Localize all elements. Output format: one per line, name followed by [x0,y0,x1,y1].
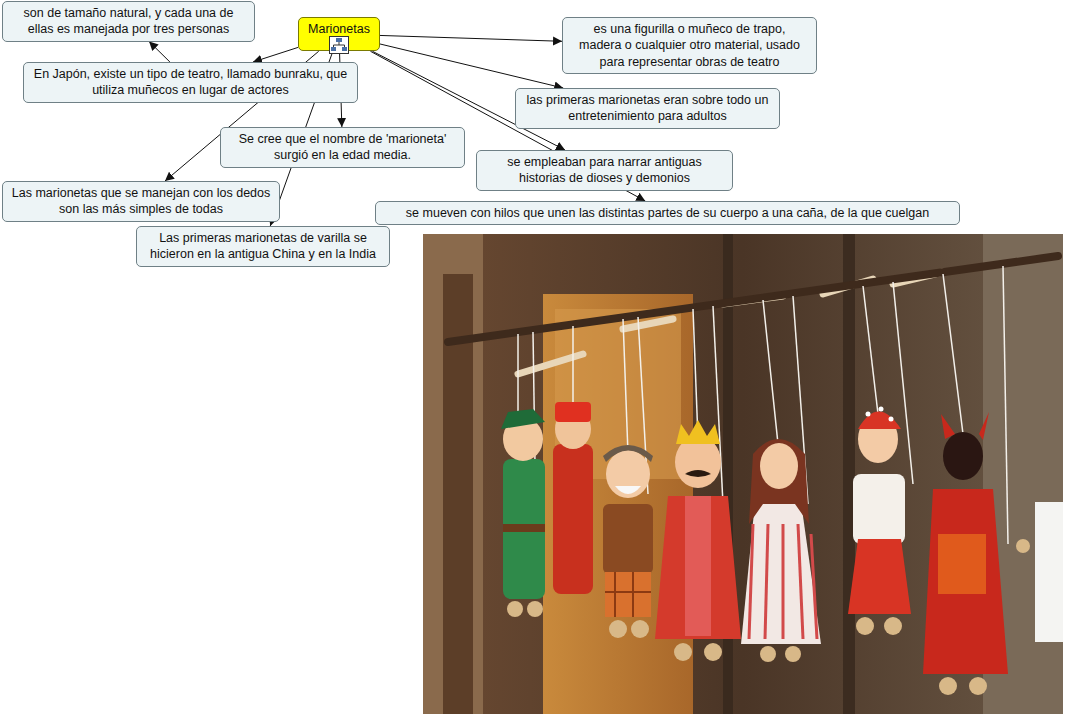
concept-text: se mueven con hilos que unen las distint… [384,205,951,221]
concept-text: En Japón, existe un tipo de teatro, llam… [32,66,349,99]
concept-text: Las marionetas que se manejan con los de… [11,185,271,218]
connector [380,44,563,88]
concept-text: son de tamaño natural, y cada una de ell… [11,5,246,38]
concept-box: las primeras marionetas eran sobre todo … [515,88,780,129]
concept-box: se mueven con hilos que unen las distint… [375,201,960,225]
concept-text: las primeras marionetas eran sobre todo … [524,92,771,125]
concept-box: se empleaban para narrar antiguas histor… [476,150,733,191]
concept-text: se empleaban para narrar antiguas histor… [485,154,724,187]
concept-map-icon [329,36,349,54]
concept-box: Se cree que el nombre de 'marioneta' sur… [220,127,465,168]
concept-box: es una figurilla o muñeco de trapo, made… [562,17,817,74]
concept-box: son de tamaño natural, y cada una de ell… [2,1,255,42]
concept-text: Marionetas [305,21,373,37]
concept-text: Las primeras marionetas de varilla se hi… [145,230,381,263]
marionette-photo [423,234,1063,714]
concept-text: Se cree que el nombre de 'marioneta' sur… [229,131,456,164]
connector [149,42,170,63]
connector [380,35,562,41]
connector [253,47,298,62]
concept-text: es una figurilla o muñeco de trapo, made… [571,21,808,70]
concept-box: Las primeras marionetas de varilla se hi… [136,226,390,267]
concept-box: Las marionetas que se manejan con los de… [2,181,280,222]
concept-box: En Japón, existe un tipo de teatro, llam… [23,62,358,103]
